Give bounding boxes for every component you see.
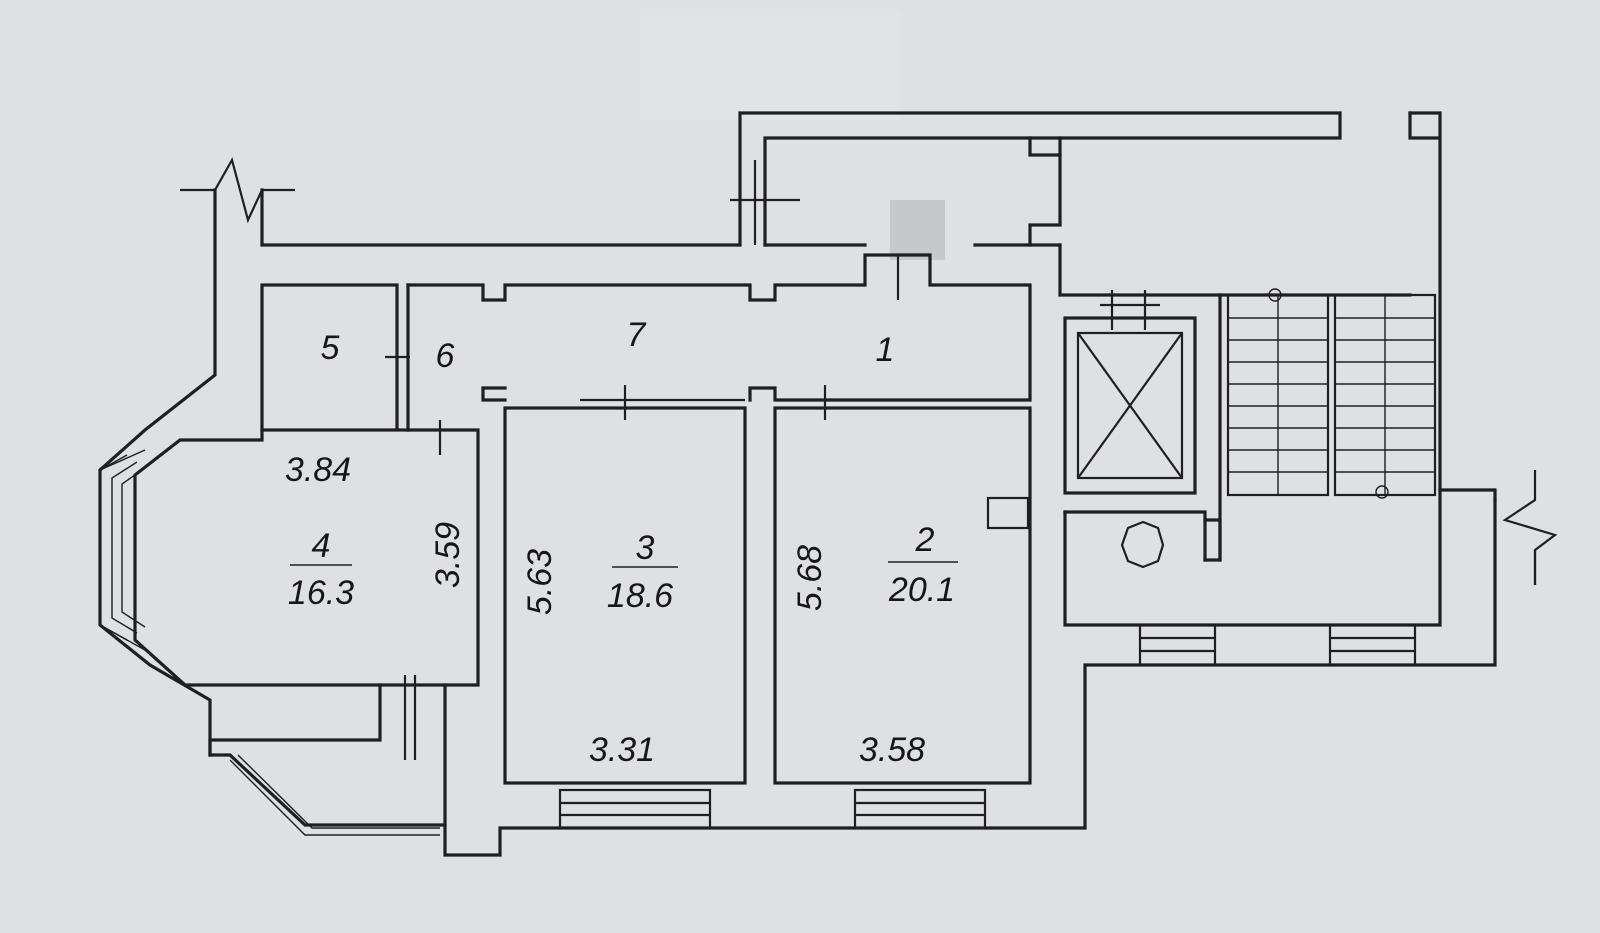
room-2-length: 5.68: [791, 545, 829, 611]
paper-texture: [640, 10, 945, 260]
room-2-walls: [773, 406, 1032, 785]
room-3-number: 3: [636, 529, 655, 567]
room-2-area: 20.1: [888, 571, 955, 609]
elevator-shaft: [1063, 316, 1197, 495]
room-4-width: 3.84: [285, 451, 351, 489]
room-3-area: 18.6: [607, 577, 673, 615]
room-4-length: 3.59: [429, 522, 467, 588]
room-3-length: 5.63: [521, 549, 559, 615]
break-mark-left: [180, 157, 295, 224]
staircase: [1226, 288, 1437, 499]
niche: [986, 496, 1030, 530]
room-7-number: 7: [627, 316, 647, 354]
wall-top-left: [98, 188, 1497, 857]
room-4-area: 16.3: [288, 574, 354, 612]
redaction-mark: [890, 200, 945, 260]
room-5-number: 5: [321, 329, 340, 367]
room-labels: 5 6 7 1 3.84 4 16.3 3.59 5.63 3 18.6 3.3…: [285, 316, 958, 769]
wall-right-outer: [1408, 111, 1440, 140]
windows: [558, 623, 1417, 830]
room-2-width: 3.58: [859, 731, 925, 769]
interior-walls: [133, 136, 1442, 827]
wall-top-corridor: [260, 111, 1342, 247]
room-2-number: 2: [915, 521, 935, 559]
door-marks: [385, 160, 1160, 760]
chute-icon: [1120, 520, 1165, 569]
room-4-number: 4: [312, 527, 331, 565]
bay-window: [99, 449, 440, 836]
room-6-number: 6: [436, 337, 455, 375]
room-3-width: 3.31: [589, 731, 655, 769]
room-1-number: 1: [876, 331, 895, 369]
